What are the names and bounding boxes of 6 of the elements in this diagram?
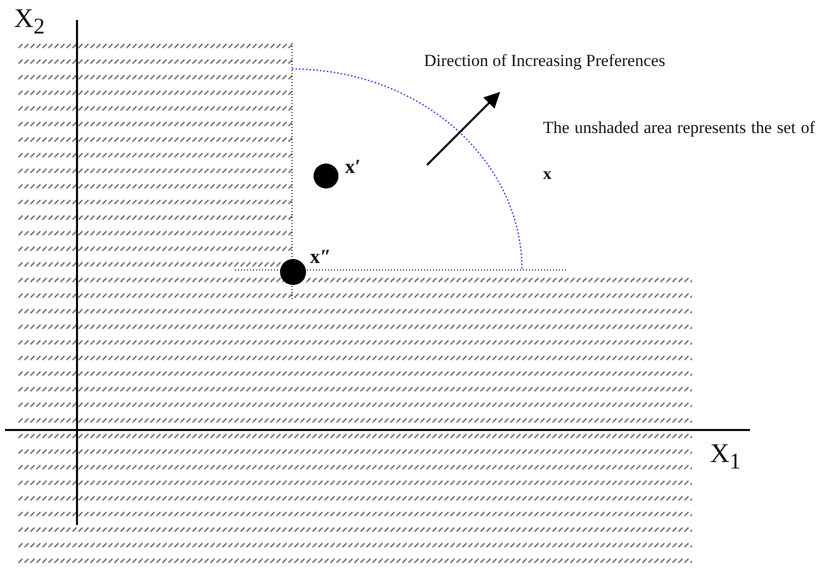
annotation-text: Direction of Increasing Preferences [424,52,666,69]
annotation-text: The unshaded area represents the set of x [543,117,815,185]
point-label: x′ [345,157,361,177]
axis-label: X$_{1}$ [710,440,741,473]
axis-label: X$_{2}$ [14,5,45,38]
point-label: x″ [310,247,332,267]
